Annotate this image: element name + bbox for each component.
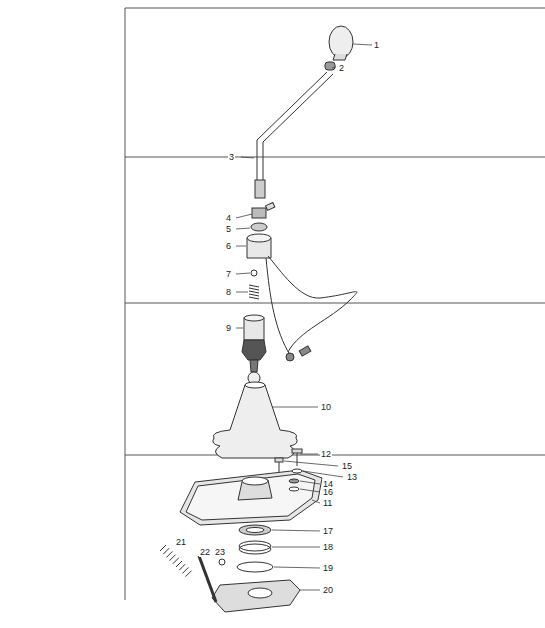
ring bbox=[239, 525, 271, 535]
pin bbox=[199, 556, 216, 602]
collar bbox=[325, 62, 335, 70]
base-plate bbox=[180, 470, 322, 525]
ring bbox=[251, 223, 267, 231]
coil bbox=[160, 545, 166, 551]
spring bbox=[249, 285, 259, 299]
washer bbox=[292, 469, 302, 473]
callout-number: 12 bbox=[320, 449, 332, 459]
callout-number: 2 bbox=[338, 63, 345, 73]
leader-lines bbox=[236, 44, 372, 590]
ring bbox=[237, 562, 273, 572]
lock-washer bbox=[289, 479, 299, 483]
callout-number: 3 bbox=[228, 152, 235, 162]
coil bbox=[176, 561, 182, 567]
coil bbox=[163, 548, 169, 554]
callout-number: 21 bbox=[175, 537, 187, 547]
circlip bbox=[219, 559, 225, 565]
callout-number: 20 bbox=[322, 585, 334, 595]
coil bbox=[166, 551, 172, 557]
callout-number: 13 bbox=[346, 472, 358, 482]
pin bbox=[266, 202, 275, 210]
coil bbox=[186, 571, 192, 577]
guide-plate bbox=[212, 580, 300, 612]
coil bbox=[173, 558, 179, 564]
callout-number: 17 bbox=[322, 526, 334, 536]
callout-number: 15 bbox=[341, 461, 353, 471]
frame bbox=[125, 8, 545, 600]
callout-number: 19 bbox=[322, 563, 334, 573]
detent-ball bbox=[251, 270, 257, 276]
callout-number: 18 bbox=[322, 542, 334, 552]
coil bbox=[170, 555, 176, 561]
callout-number: 16 bbox=[322, 487, 334, 497]
spring bbox=[160, 545, 192, 577]
spring-ring bbox=[239, 541, 271, 551]
wire bbox=[266, 256, 357, 355]
bolt bbox=[292, 449, 302, 453]
callout-number: 5 bbox=[225, 224, 232, 234]
callout-number: 9 bbox=[225, 323, 232, 333]
lever bbox=[257, 72, 333, 192]
coil bbox=[182, 567, 188, 573]
callout-number: 22 bbox=[199, 547, 211, 557]
callout-number: 1 bbox=[373, 40, 380, 50]
callout-number: 8 bbox=[225, 287, 232, 297]
washer bbox=[289, 487, 299, 491]
callout-number: 11 bbox=[322, 498, 333, 508]
callout-number: 6 bbox=[225, 241, 232, 251]
callout-number: 10 bbox=[320, 402, 332, 412]
callout-number: 23 bbox=[214, 547, 226, 557]
callout-number: 4 bbox=[225, 213, 232, 223]
callout-number: 7 bbox=[225, 269, 232, 279]
coil bbox=[179, 564, 185, 570]
bolt bbox=[275, 458, 283, 462]
rubber-boot bbox=[213, 385, 297, 458]
knob bbox=[329, 26, 353, 58]
